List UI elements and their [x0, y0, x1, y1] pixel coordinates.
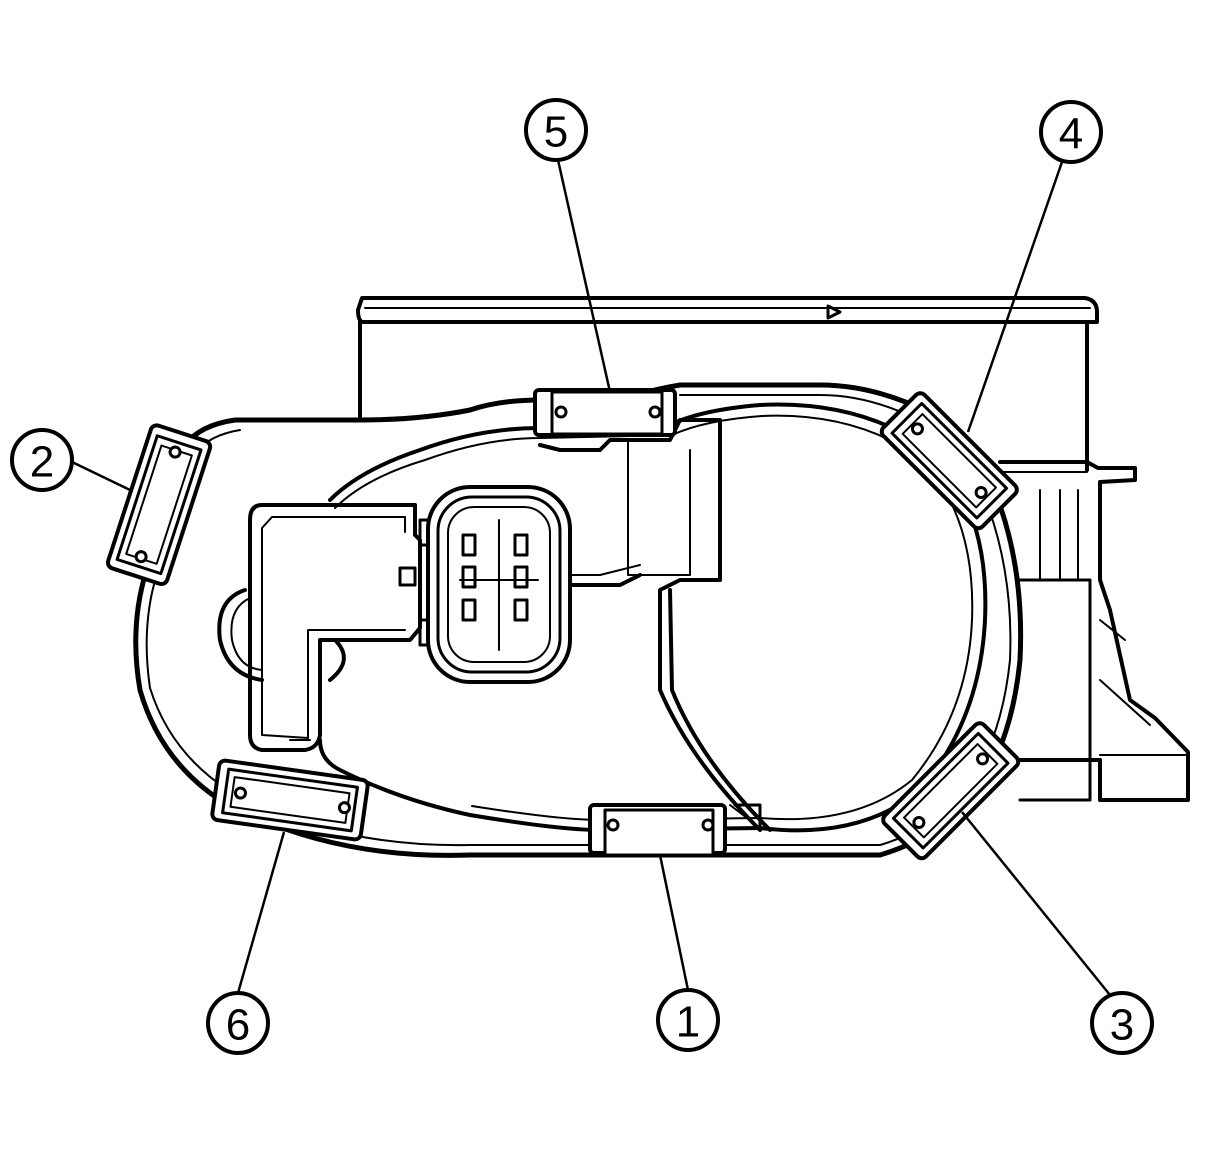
- leader-4: [966, 161, 1064, 433]
- throttle-body-housing: [356, 296, 1190, 802]
- motor-channel: [248, 503, 422, 752]
- callout-6-label: 6: [226, 1001, 250, 1050]
- clip-6: [210, 758, 370, 842]
- leader-6: [236, 831, 286, 994]
- clip-2: [105, 423, 213, 587]
- callout-3: 3: [1090, 991, 1154, 1055]
- callout-2-label: 2: [30, 438, 54, 487]
- callout-4: 4: [1039, 100, 1103, 164]
- leader-3: [961, 811, 1111, 996]
- leader-2: [71, 460, 131, 492]
- leader-lines: [71, 159, 1111, 996]
- clip-5: [533, 388, 677, 437]
- leader-1: [658, 854, 690, 991]
- callout-4-label: 4: [1059, 110, 1083, 159]
- callout-5: 5: [524, 98, 588, 162]
- callout-5-label: 5: [544, 108, 568, 157]
- clip-1: [588, 803, 727, 857]
- callout-1-label: 1: [676, 998, 700, 1047]
- callout-3-label: 3: [1110, 1001, 1134, 1050]
- callout-2: 2: [10, 428, 74, 492]
- leader-5: [556, 159, 612, 393]
- callout-6: 6: [206, 991, 270, 1055]
- electrical-connector: [418, 485, 572, 684]
- clip-3: [881, 721, 1021, 861]
- callout-1: 1: [656, 988, 720, 1052]
- clip-4: [879, 391, 1019, 531]
